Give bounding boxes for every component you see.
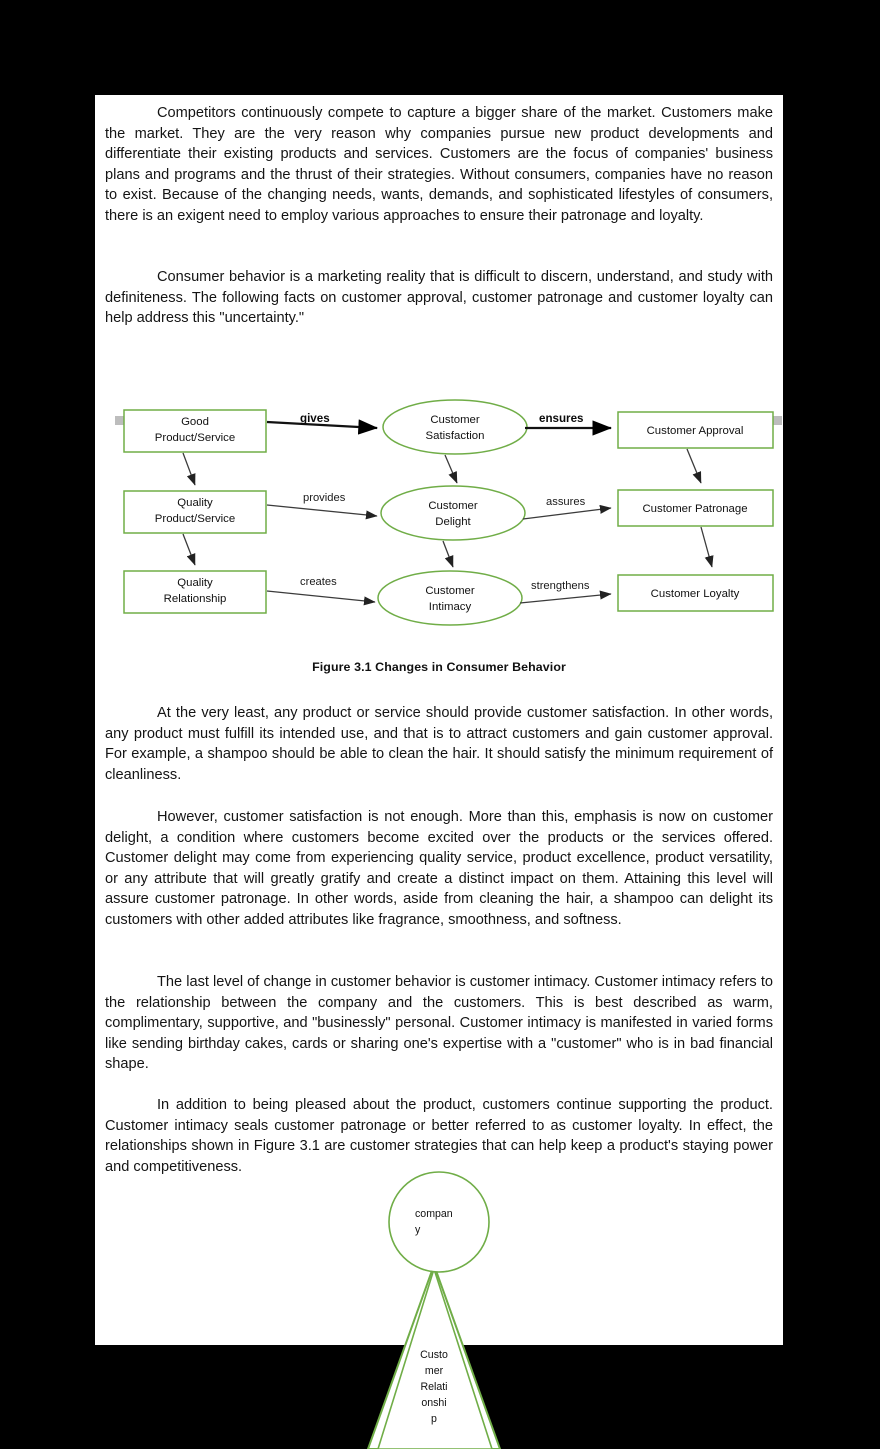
node-label-line2: Delight <box>435 516 471 528</box>
cone-label-line3: Relati <box>420 1381 447 1393</box>
node-label: Customer Patronage <box>642 503 747 515</box>
cone-label-line1: Custo <box>420 1349 448 1361</box>
edge-label-ensures: ensures <box>539 412 583 425</box>
document-page: Competitors continuously compete to capt… <box>95 95 783 1345</box>
edge-right-2-to-3 <box>700 526 714 568</box>
node-label-line2: Product/Service <box>155 432 235 444</box>
node-label-line1: Customer <box>425 585 475 597</box>
node-label: Customer Loyalty <box>651 588 740 600</box>
edge-strengthens <box>519 590 612 604</box>
node-customer-loyalty[interactable]: Customer Loyalty <box>617 574 774 612</box>
connector-stub <box>115 416 124 425</box>
connector-stub <box>773 416 782 425</box>
edge-label-creates: creates <box>300 576 337 588</box>
node-good-product-service[interactable]: Good Product/Service <box>123 409 267 453</box>
node-customer-intimacy[interactable]: Customer Intimacy <box>377 570 523 626</box>
edge-label-strengthens: strengthens <box>531 580 590 592</box>
edge-provides <box>266 504 378 520</box>
edge-left-1-to-2 <box>182 452 196 486</box>
node-label: Customer Approval <box>647 425 744 437</box>
node-quality-product-service[interactable]: Quality Product/Service <box>123 490 267 534</box>
node-customer-satisfaction[interactable]: Customer Satisfaction <box>382 399 528 455</box>
edge-gives <box>266 419 379 435</box>
node-label-line1: Customer <box>430 414 480 426</box>
paragraph-5: The last level of change in customer beh… <box>105 974 773 1073</box>
node-customer-delight[interactable]: Customer Delight <box>380 485 526 541</box>
node-label-line1: Customer <box>428 500 478 512</box>
figure-3-1-diagram: Good Product/Service Quality Product/Ser… <box>95 395 783 655</box>
edge-label-assures: assures <box>546 496 586 508</box>
node-label-line1: Quality <box>177 577 213 589</box>
figure-caption: Figure 3.1 Changes in Consumer Behavior <box>312 660 566 674</box>
edge-label-provides: provides <box>303 492 346 504</box>
edge-creates <box>266 590 376 606</box>
node-customer-patronage[interactable]: Customer Patronage <box>617 489 774 527</box>
edge-center-2-to-3 <box>442 540 454 568</box>
paragraph-6: In addition to being pleased about the p… <box>105 1097 773 1175</box>
edge-left-2-to-3 <box>182 533 196 566</box>
edge-right-1-to-2 <box>686 448 702 484</box>
node-label-line2: Satisfaction <box>426 430 485 442</box>
node-label-line1: Quality <box>177 497 213 509</box>
edge-assures <box>522 504 612 520</box>
node-label-line2: Intimacy <box>429 601 472 613</box>
edge-center-1-to-2 <box>444 454 458 484</box>
node-customer-approval[interactable]: Customer Approval <box>617 411 774 449</box>
cone-label-line5: p <box>431 1413 437 1425</box>
cone-label-line4: onshi <box>421 1397 446 1409</box>
paragraph-3: At the very least, any product or servic… <box>105 705 773 783</box>
edge-label-gives: gives <box>300 412 330 425</box>
paragraph-2: Consumer behavior is a marketing reality… <box>105 269 773 327</box>
node-label-line2: Relationship <box>164 593 227 605</box>
cone-label-line2: mer <box>425 1365 444 1377</box>
paragraph-4: However, customer satisfaction is not en… <box>105 809 773 928</box>
node-label-line1: Good <box>181 416 209 428</box>
paragraph-1: Competitors continuously compete to capt… <box>105 105 773 224</box>
node-label-line2: Product/Service <box>155 513 235 525</box>
node-quality-relationship[interactable]: Quality Relationship <box>123 570 267 614</box>
